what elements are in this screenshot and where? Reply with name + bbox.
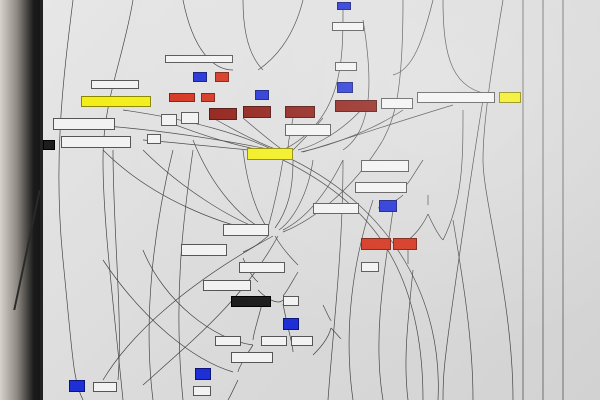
graph-node[interactable]	[332, 22, 364, 31]
graph-node[interactable]	[231, 352, 273, 363]
graph-node[interactable]	[361, 262, 379, 272]
graph-node-blue[interactable]	[255, 90, 269, 100]
graph-node[interactable]	[193, 386, 211, 396]
graph-node[interactable]	[381, 98, 413, 109]
graph-node-blue[interactable]	[283, 318, 299, 330]
graph-node[interactable]	[91, 80, 139, 89]
graph-node-black[interactable]	[231, 296, 271, 307]
graph-node-darkred[interactable]	[209, 108, 237, 120]
graph-node[interactable]	[291, 336, 313, 346]
graph-node-blue[interactable]	[379, 200, 397, 212]
graph-node[interactable]	[147, 134, 161, 144]
graph-node[interactable]	[335, 62, 357, 71]
graph-node-red[interactable]	[361, 238, 391, 250]
graph-node-red[interactable]	[393, 238, 417, 250]
graph-node[interactable]	[313, 203, 359, 214]
graph-node[interactable]	[283, 296, 299, 306]
graph-node-blue[interactable]	[195, 368, 211, 380]
graph-node[interactable]	[165, 55, 233, 63]
graph-node[interactable]	[355, 182, 407, 193]
graph-node-yellow[interactable]	[499, 92, 521, 103]
graph-node[interactable]	[417, 92, 495, 103]
graph-node-darkred[interactable]	[285, 106, 315, 118]
graph-node-red[interactable]	[201, 93, 215, 102]
graph-node-blue[interactable]	[337, 2, 351, 10]
graph-node[interactable]	[61, 136, 131, 148]
graph-node[interactable]	[203, 280, 251, 291]
graph-node-blue[interactable]	[69, 380, 85, 392]
graph-node[interactable]	[161, 114, 177, 126]
graph-node-red[interactable]	[215, 72, 229, 82]
graph-node[interactable]	[93, 382, 117, 392]
graph-node-blue[interactable]	[337, 82, 353, 93]
graph-node-black[interactable]	[43, 140, 55, 150]
graph-node-blue[interactable]	[193, 72, 207, 82]
graph-node[interactable]	[285, 124, 331, 136]
graph-node[interactable]	[239, 262, 285, 273]
graph-node-yellow[interactable]	[247, 148, 293, 160]
graph-node-darkred[interactable]	[243, 106, 271, 118]
graph-node-red[interactable]	[169, 93, 195, 102]
graph-node[interactable]	[223, 224, 269, 236]
graph-node-yellow[interactable]	[81, 96, 151, 107]
graph-edges	[58, 0, 564, 400]
graph-node[interactable]	[215, 336, 241, 346]
graph-node[interactable]	[261, 336, 287, 346]
dependency-graph-screen[interactable]	[40, 0, 600, 400]
graph-node[interactable]	[53, 118, 115, 130]
graph-node[interactable]	[181, 244, 227, 256]
graph-node[interactable]	[361, 160, 409, 172]
graph-node-darkred[interactable]	[335, 100, 377, 112]
graph-node[interactable]	[181, 112, 199, 124]
